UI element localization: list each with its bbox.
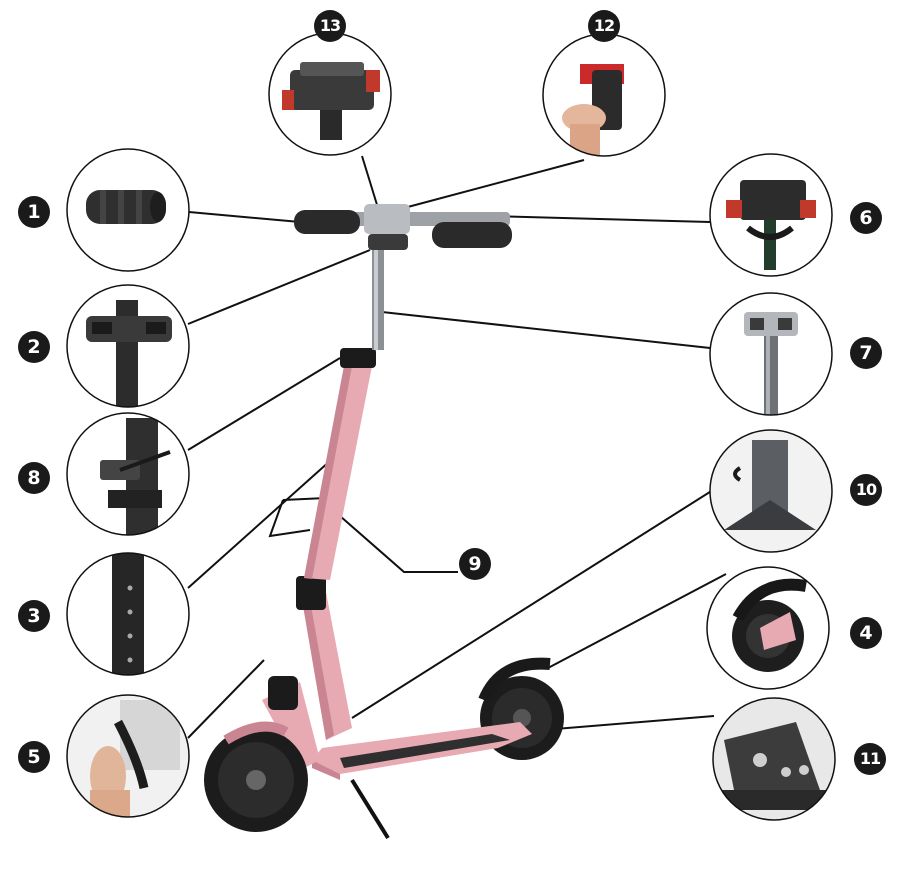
detail-view-4 <box>706 566 830 690</box>
leader-line-10 <box>351 489 714 719</box>
callout-badge-10: 10 <box>850 474 882 506</box>
leader-line-9b <box>282 497 327 501</box>
callout-badge-11: 11 <box>854 743 886 775</box>
detail-view-6 <box>709 153 833 277</box>
leader-line-2 <box>187 249 371 325</box>
deck <box>312 722 532 780</box>
handlebar-clamp-block <box>364 204 410 234</box>
detail-view-8 <box>66 412 190 536</box>
callout-badge-3: 3 <box>18 600 50 632</box>
frame-collar <box>296 576 326 610</box>
stem-clamp <box>340 348 376 368</box>
detail-view-13 <box>268 32 392 156</box>
detail-view-7 <box>709 292 833 416</box>
detail-view-5 <box>66 694 190 818</box>
callout-badge-8: 8 <box>18 462 50 494</box>
detail-view-12 <box>542 33 666 157</box>
leader-line-5 <box>187 659 265 739</box>
detail-view-3 <box>66 552 190 676</box>
callout-badge-4: 4 <box>850 617 882 649</box>
callout-badge-1: 1 <box>18 196 50 228</box>
callout-badge-6: 6 <box>850 202 882 234</box>
front-wheel <box>204 721 308 832</box>
callout-badge-13: 13 <box>314 10 346 42</box>
leader-line-8 <box>187 357 341 451</box>
handlebar <box>294 204 512 250</box>
leader-line-7 <box>381 311 711 349</box>
callout-badge-9: 9 <box>459 548 491 580</box>
leader-line-3 <box>187 451 341 589</box>
detail-view-1 <box>66 148 190 272</box>
detail-view-11 <box>712 697 836 821</box>
leader-line-12 <box>403 159 585 209</box>
leader-line-9c <box>339 515 458 573</box>
right-grip <box>432 222 512 248</box>
callout-badge-5: 5 <box>18 741 50 773</box>
callout-badge-7: 7 <box>850 337 882 369</box>
scooter <box>204 204 564 840</box>
front-fork <box>262 676 320 770</box>
leader-line-13 <box>361 155 379 209</box>
kickstand <box>350 778 390 840</box>
callout-badge-12: 12 <box>588 10 620 42</box>
leader-line-1 <box>188 211 301 223</box>
detail-view-2 <box>66 284 190 408</box>
left-grip <box>294 210 360 234</box>
leader-line-9a <box>268 499 311 538</box>
callout-badge-2: 2 <box>18 331 50 363</box>
detail-view-10 <box>709 429 833 553</box>
leader-line-4 <box>547 573 727 669</box>
